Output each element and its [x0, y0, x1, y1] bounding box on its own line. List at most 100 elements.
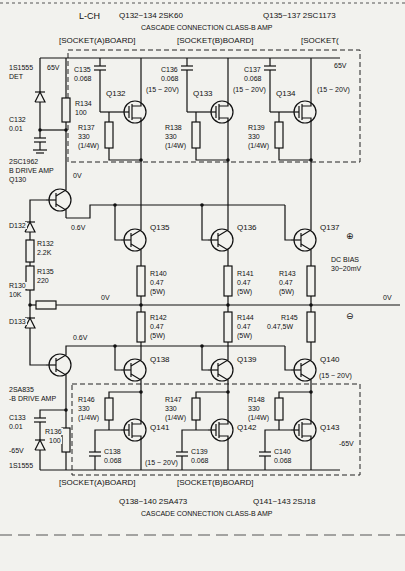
component-label: C139 — [190, 448, 209, 455]
wire — [100, 111, 121, 112]
capacitor-symbol — [176, 451, 188, 452]
component-label: R130 — [8, 282, 27, 289]
component-label: Q142 — [236, 424, 258, 432]
component-label: Q135 — [149, 224, 171, 232]
component-label: 330 — [164, 405, 178, 412]
component-label: 0.068 — [190, 457, 210, 464]
component-label: Q140 — [319, 356, 341, 364]
component-label: DC BIAS — [330, 256, 360, 263]
component-label: 0.068 — [273, 457, 293, 464]
component-label: R145 — [280, 314, 299, 321]
component-label: R138 — [164, 124, 183, 131]
fet-symbol — [291, 111, 299, 112]
fet-symbol — [302, 94, 311, 106]
component-label: R143 — [278, 270, 297, 277]
wire — [279, 148, 311, 160]
component-label: D132 — [8, 222, 27, 229]
component-label: 0.47,5W — [266, 323, 294, 330]
wire — [30, 200, 46, 222]
component-label: Q141 — [149, 424, 171, 432]
wire — [40, 129, 66, 130]
fet-symbol — [132, 436, 141, 448]
component-label: R141 — [236, 270, 255, 277]
component-label: R147 — [164, 396, 183, 403]
component-label: C137 — [243, 66, 262, 73]
junction-dot — [309, 303, 313, 307]
component-label: (15 ~ 20V) — [144, 459, 179, 466]
component-label: D133 — [8, 318, 27, 325]
socket-board-outline — [68, 50, 360, 162]
component-label: R134 — [74, 100, 93, 107]
component-label: 0.068 — [73, 75, 93, 82]
ground-symbol — [36, 152, 44, 153]
component-label: 65V — [46, 64, 60, 71]
resistor-symbol — [105, 398, 113, 420]
wire — [39, 422, 40, 440]
fet-symbol — [132, 94, 141, 106]
wire — [278, 420, 279, 430]
transistor-symbol — [291, 369, 301, 370]
resistor-symbol — [192, 398, 200, 420]
junction-dot — [309, 390, 313, 394]
component-label: 0.068 — [160, 75, 180, 82]
component-label: 0.01 — [8, 423, 24, 430]
junction-dot — [139, 303, 143, 307]
wire — [227, 58, 228, 94]
wire — [29, 262, 30, 266]
wire — [310, 448, 311, 470]
component-label: 2.2K — [36, 249, 52, 256]
resistor-symbol — [224, 266, 232, 296]
capacitor-symbol — [259, 451, 271, 452]
component-label: R140 — [149, 270, 168, 277]
capacitor-symbol — [34, 137, 46, 138]
wire — [285, 205, 291, 240]
component-label: ⊕ — [345, 232, 355, 241]
wire — [109, 148, 141, 160]
component-label: Q135~137 2SC1173 — [262, 12, 337, 20]
transistor-symbol — [218, 352, 228, 366]
component-label: 0.01 — [8, 125, 24, 132]
fet-symbol — [219, 118, 228, 130]
fet-symbol — [291, 429, 299, 430]
component-label: Q138~140 2SA473 — [118, 498, 188, 506]
transistor-symbol — [56, 182, 66, 196]
component-label: CASCADE CONNECTION CLASS-B AMP — [140, 510, 273, 517]
junction-dot — [226, 303, 230, 307]
component-label: 0.47 — [278, 279, 294, 286]
wire — [39, 142, 40, 150]
wire — [140, 58, 141, 94]
capacitor-symbol — [181, 65, 193, 66]
component-label: 10K — [8, 291, 22, 298]
resistor-symbol — [192, 122, 200, 148]
page-border — [0, 3, 405, 4]
wire — [227, 448, 228, 470]
component-label: 100 — [48, 437, 62, 444]
page-border — [0, 535, 405, 536]
component-label: (5W) — [236, 288, 253, 295]
resistor-symbol — [307, 266, 315, 296]
transistor-symbol — [121, 369, 131, 370]
transistor-symbol — [56, 204, 66, 218]
component-label: 2SC1962 — [8, 158, 39, 165]
component-label: 330 — [77, 405, 91, 412]
component-label: 1S1555 — [8, 462, 34, 469]
component-label: Q133 — [192, 90, 214, 98]
component-label: 0V — [72, 172, 83, 179]
component-label: L-CH — [78, 12, 101, 21]
component-label: Q143 — [319, 424, 341, 432]
fet-symbol — [121, 429, 129, 430]
wire — [39, 102, 40, 138]
resistor-symbol — [307, 312, 315, 342]
junction-dot — [226, 390, 230, 394]
junction-dot — [64, 128, 68, 132]
component-label: (1/4W) — [247, 142, 270, 149]
junction-dot — [226, 158, 230, 162]
wire — [29, 232, 30, 240]
junction-dot — [200, 203, 204, 207]
component-label: 330 — [164, 133, 178, 140]
resistor-symbol — [275, 122, 283, 148]
wire — [285, 346, 291, 370]
component-label: R136 — [44, 428, 63, 435]
component-label: 330 — [247, 405, 261, 412]
component-label: CASCADE CONNECTION CLASS-B AMP — [140, 24, 273, 31]
